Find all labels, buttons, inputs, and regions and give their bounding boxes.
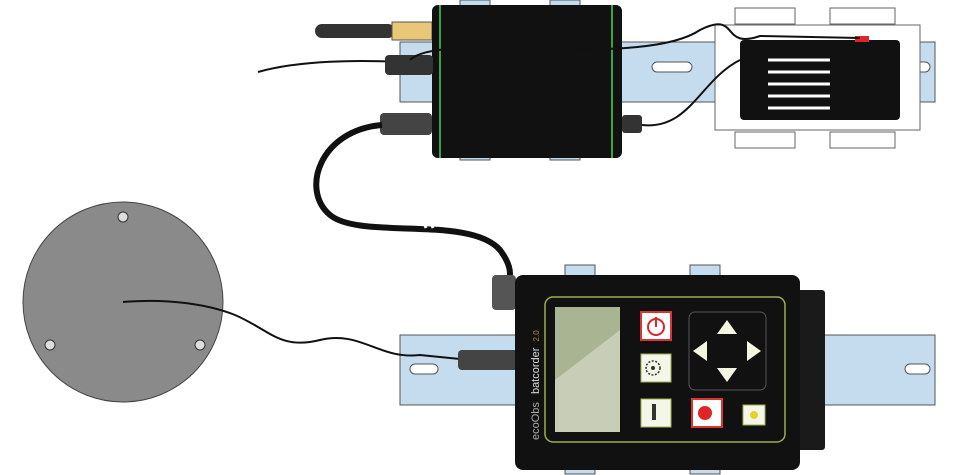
microphone-extension-cable [313, 122, 513, 292]
light-button[interactable] [742, 404, 766, 426]
record-icon [698, 406, 712, 420]
version-label: 2.0 [532, 330, 541, 342]
dpad[interactable] [688, 311, 767, 391]
arrow-up-icon [717, 320, 737, 334]
antenna [315, 21, 433, 41]
light-icon [750, 411, 758, 419]
transmitter-box [380, 0, 642, 161]
arrow-down-icon [717, 368, 737, 382]
power-button[interactable] [640, 311, 672, 341]
cable-left-top [257, 60, 401, 73]
cable-battery-top [409, 23, 861, 61]
gear-icon [645, 360, 661, 376]
cable-battery-bottom [641, 59, 741, 127]
batcorder-device: ecoObs batcorder 2.0 [515, 264, 825, 475]
extension-connector [492, 275, 516, 310]
model-label: batcorder [530, 347, 542, 394]
microphone-connector [458, 350, 518, 370]
info-button[interactable] [640, 398, 672, 428]
svg-text:ecoObs batcorder 2: ecoObs batcorder 2.0 [530, 330, 542, 440]
brand-label: ecoObs [530, 402, 542, 440]
microphone-cable [122, 299, 471, 361]
arrow-left-icon [693, 341, 707, 361]
settings-button[interactable] [640, 353, 672, 383]
thermometer-icon [652, 404, 656, 420]
record-button[interactable] [691, 398, 723, 428]
battery-holder [714, 7, 921, 149]
arrow-right-icon [747, 341, 761, 361]
